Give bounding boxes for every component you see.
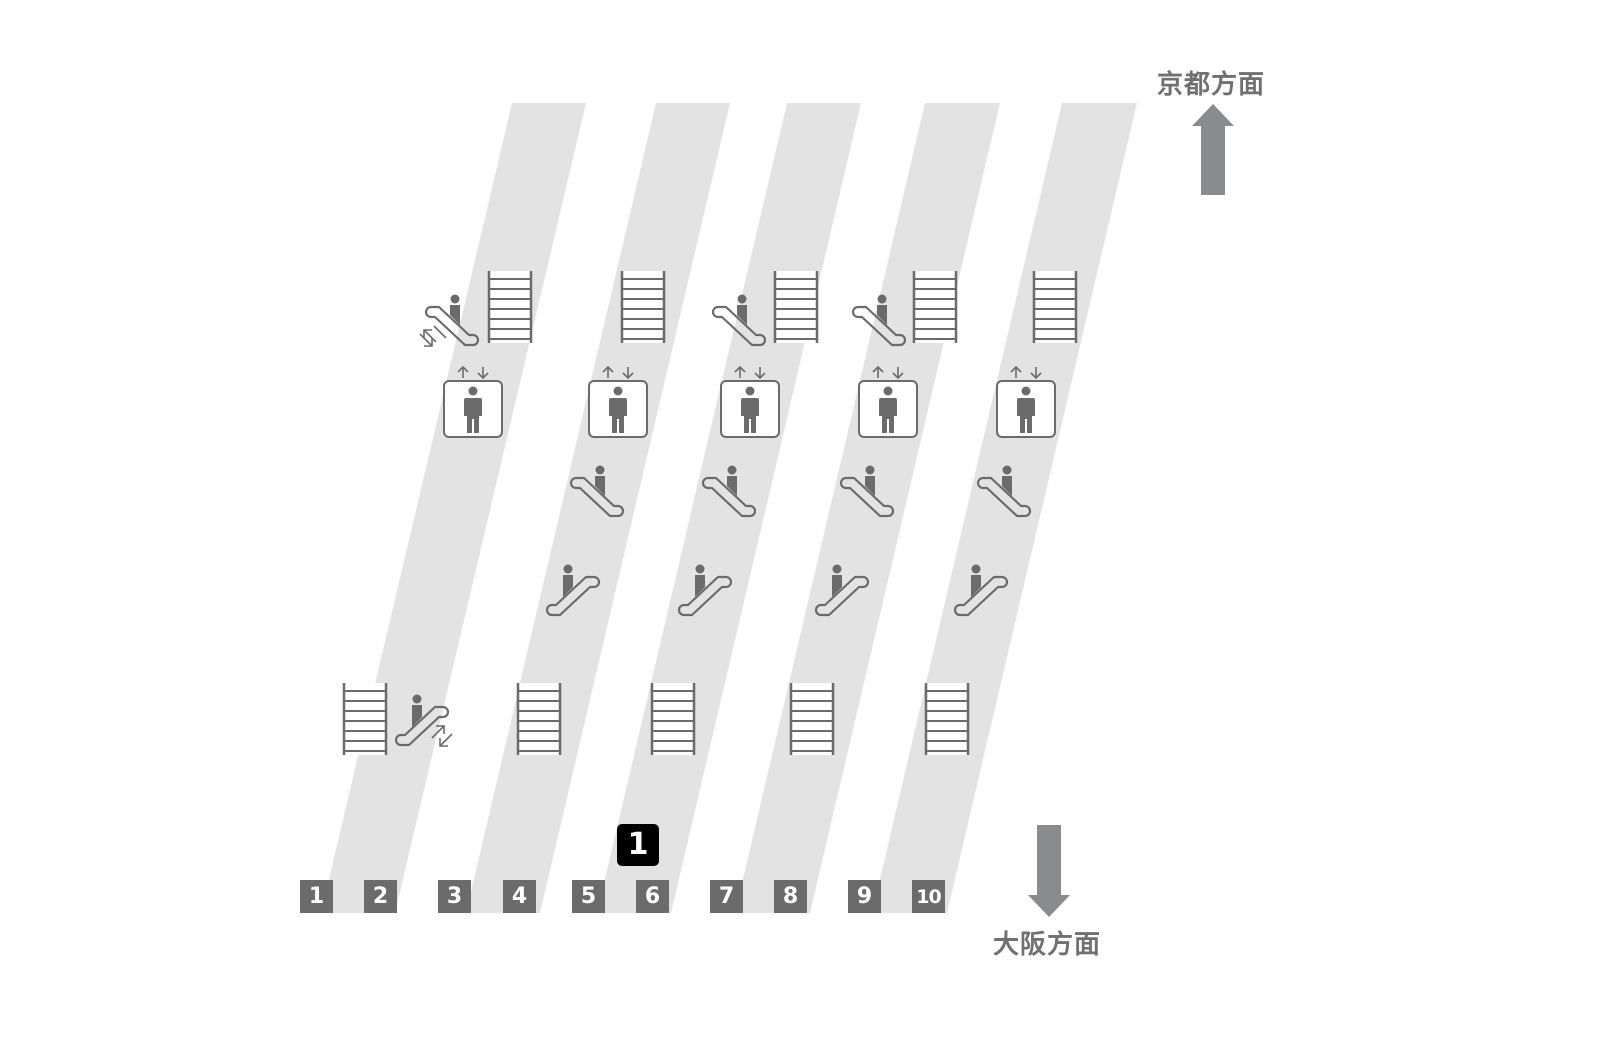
track-number-10[interactable]: 10 [912, 880, 945, 913]
south-arrow-icon [1028, 825, 1070, 917]
stairs-icon[interactable] [515, 681, 563, 757]
track-number-3[interactable]: 3 [438, 880, 471, 913]
stairs-icon[interactable] [772, 269, 820, 345]
track-number-5[interactable]: 5 [572, 880, 605, 913]
lower-escalator [394, 693, 453, 747]
stairs-icon[interactable] [923, 681, 971, 757]
stairs-icon[interactable] [341, 681, 389, 757]
upper-stairs [486, 269, 1079, 345]
stairs-icon[interactable] [1031, 269, 1079, 345]
track-number-4[interactable]: 4 [503, 880, 536, 913]
track-number-8[interactable]: 8 [774, 880, 807, 913]
current-location-badge: 1 [617, 824, 659, 866]
diagonal-arrows-icon [431, 725, 453, 747]
platform-strips [321, 103, 1137, 913]
north-arrow-icon [1192, 104, 1234, 195]
track-number-1[interactable]: 1 [300, 880, 333, 913]
stairs-icon[interactable] [486, 269, 534, 345]
track-number-7[interactable]: 7 [710, 880, 743, 913]
stairs-icon[interactable] [911, 269, 959, 345]
direction-label-osaka: 大阪方面 [993, 930, 1102, 960]
diagonal-arrows-icon [419, 325, 447, 347]
track-number-6[interactable]: 6 [636, 880, 669, 913]
stairs-icon[interactable] [649, 681, 697, 757]
stairs-icon[interactable] [788, 681, 836, 757]
track-number-2[interactable]: 2 [364, 880, 397, 913]
track-number-9[interactable]: 9 [848, 880, 881, 913]
stairs-icon[interactable] [619, 269, 667, 345]
upper-escalators [419, 293, 907, 347]
direction-label-kyoto: 京都方面 [1157, 70, 1266, 100]
